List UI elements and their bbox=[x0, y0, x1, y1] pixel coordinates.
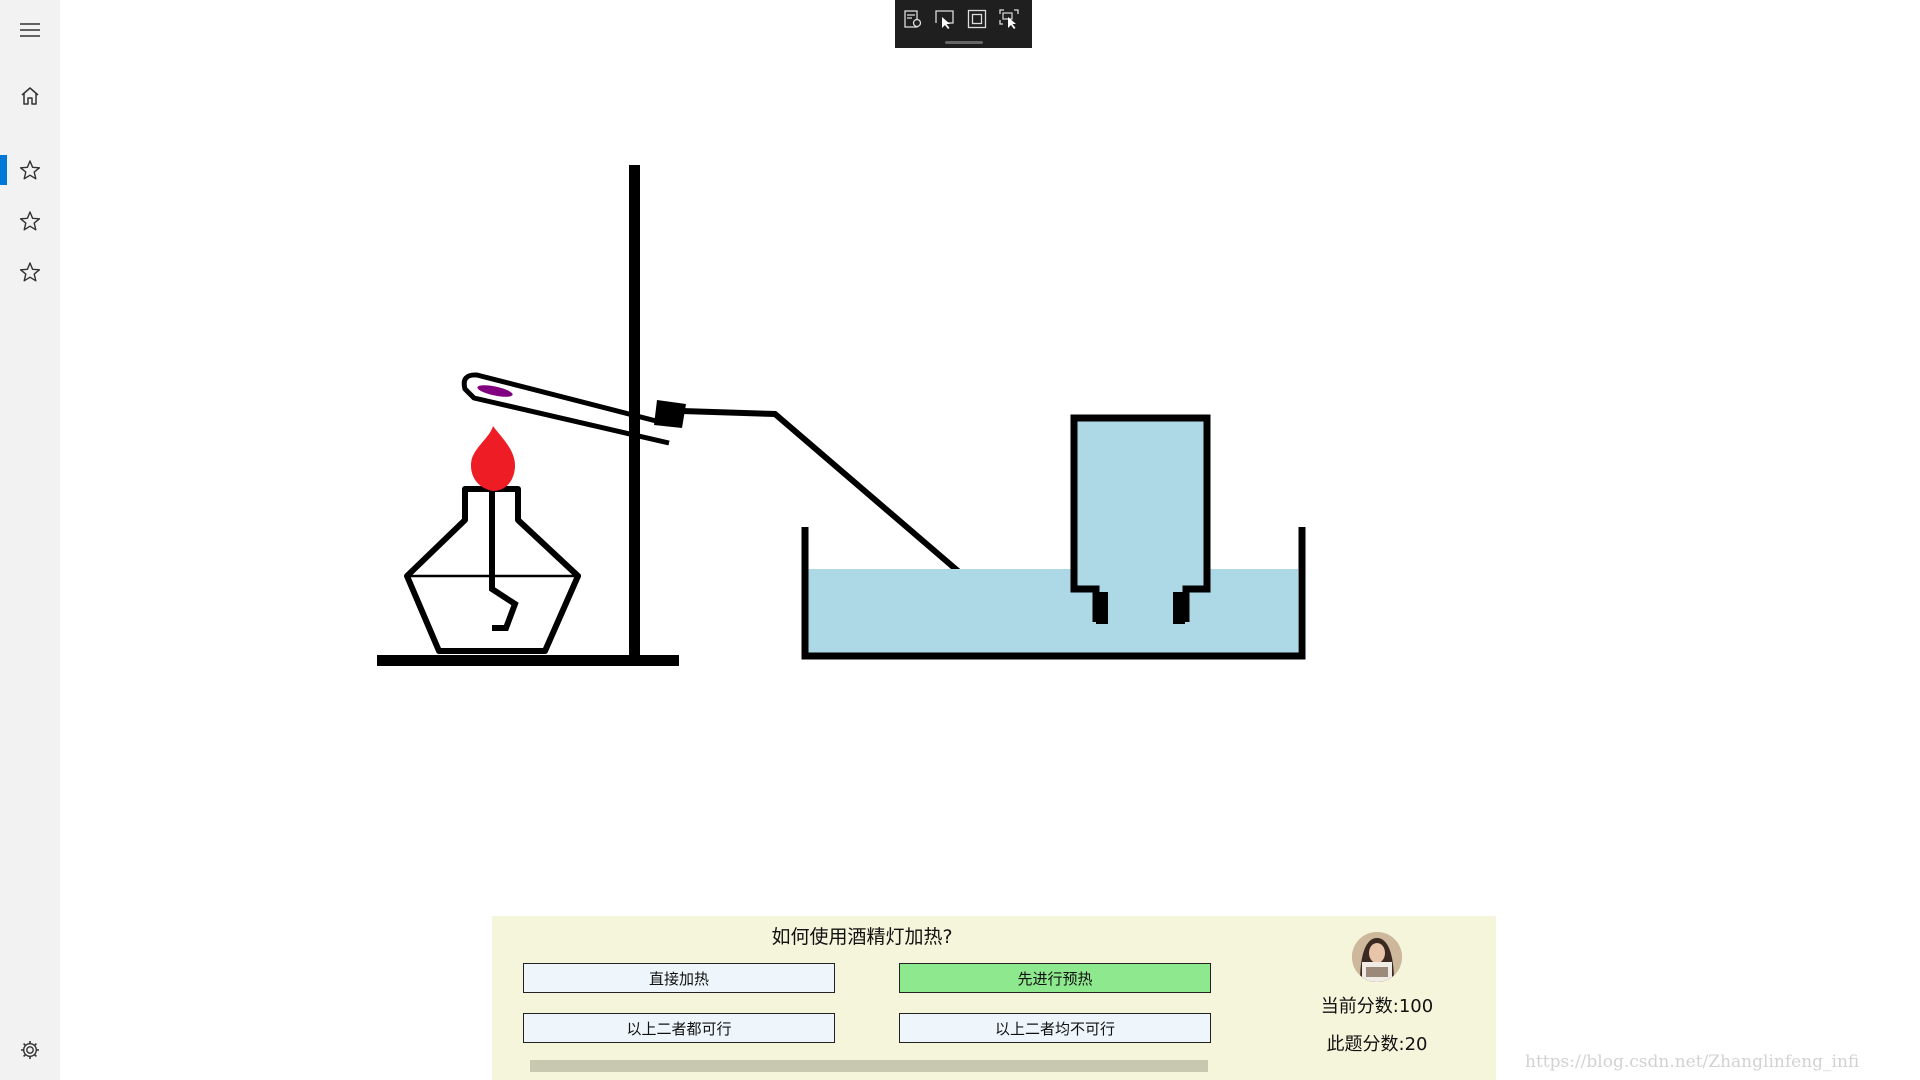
test-tube bbox=[461, 372, 670, 446]
watermark-url: https://blog.csdn.net/Zhanglinfeng_infi bbox=[1525, 1052, 1860, 1072]
selected-nav-indicator bbox=[0, 155, 7, 185]
toolbar-drag-handle[interactable] bbox=[945, 41, 983, 44]
home-icon bbox=[19, 85, 41, 107]
settings-button[interactable] bbox=[10, 1030, 50, 1070]
question-score-label: 此题分数: bbox=[1326, 1034, 1405, 1055]
display-layout-adorners-icon bbox=[966, 8, 988, 34]
avatar bbox=[1352, 932, 1402, 982]
nav-item-2-button[interactable] bbox=[10, 201, 50, 241]
option-preheat-button[interactable]: 先进行预热 bbox=[899, 963, 1211, 993]
current-score-value: 100 bbox=[1398, 996, 1434, 1017]
live-visual-tree-button[interactable] bbox=[899, 7, 927, 35]
hamburger-menu-button[interactable] bbox=[10, 10, 50, 50]
question-score-line: 此题分数:20 bbox=[1272, 1030, 1482, 1056]
quiz-panel: 如何使用酒精灯加热? 直接加热 先进行预热 以上二者都可行 以上二者均不可行 当… bbox=[492, 916, 1496, 1080]
gear-icon bbox=[19, 1039, 41, 1061]
star-icon bbox=[19, 261, 41, 283]
lamp-flame bbox=[470, 426, 516, 491]
display-layout-adorners-button[interactable] bbox=[963, 7, 991, 35]
track-focused-element-button[interactable] bbox=[995, 7, 1023, 35]
nav-item-1-button[interactable] bbox=[10, 150, 50, 190]
iron-stand bbox=[377, 165, 679, 666]
question-score-value: 20 bbox=[1404, 1034, 1428, 1055]
track-focused-element-icon bbox=[998, 8, 1020, 34]
rubber-stopper bbox=[654, 400, 686, 428]
water-trough bbox=[801, 527, 1306, 660]
star-icon bbox=[19, 210, 41, 232]
select-element-icon bbox=[934, 8, 956, 34]
progress-bar bbox=[530, 1060, 1208, 1072]
trough-water bbox=[805, 569, 1298, 656]
select-element-button[interactable] bbox=[931, 7, 959, 35]
star-icon bbox=[19, 159, 41, 181]
live-visual-tree-icon bbox=[902, 8, 924, 34]
alcohol-lamp bbox=[404, 486, 581, 654]
gas-collection-bottle bbox=[1070, 414, 1211, 624]
option-direct-heating-button[interactable]: 直接加热 bbox=[523, 963, 835, 993]
current-score-label: 当前分数: bbox=[1320, 996, 1399, 1017]
question-text: 如何使用酒精灯加热? bbox=[771, 926, 953, 948]
option-neither-ok-button[interactable]: 以上二者均不可行 bbox=[899, 1013, 1211, 1043]
reagent-in-test-tube bbox=[477, 385, 513, 397]
navigation-rail bbox=[0, 0, 60, 1080]
option-both-ok-button[interactable]: 以上二者都可行 bbox=[523, 1013, 835, 1043]
in-app-toolbar bbox=[895, 0, 1032, 48]
nav-item-3-button[interactable] bbox=[10, 252, 50, 292]
nav-home-button[interactable] bbox=[10, 76, 50, 116]
hamburger-icon bbox=[19, 22, 41, 38]
current-score-line: 当前分数:100 bbox=[1272, 992, 1482, 1018]
